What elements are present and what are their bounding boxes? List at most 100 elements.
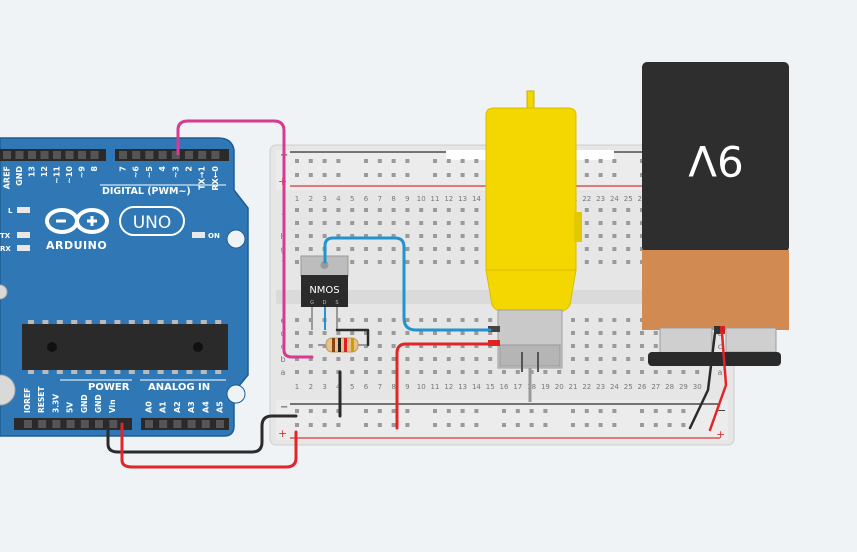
rail-hole[interactable] [405, 423, 410, 427]
breadboard-hole[interactable] [405, 260, 410, 264]
breadboard-hole[interactable] [336, 331, 341, 335]
rail-hole[interactable] [612, 159, 617, 163]
rail-hole[interactable] [322, 423, 327, 427]
breadboard-hole[interactable] [571, 318, 575, 322]
power-pin[interactable] [24, 420, 32, 428]
digital-pin[interactable] [28, 151, 36, 159]
rail-hole[interactable] [336, 173, 341, 177]
digital-pin[interactable] [185, 151, 193, 159]
breadboard-hole[interactable] [377, 318, 382, 322]
rail-hole[interactable] [322, 173, 327, 177]
breadboard-hole[interactable] [460, 208, 465, 212]
rail-hole[interactable] [295, 159, 299, 163]
breadboard-hole[interactable] [419, 357, 424, 361]
rail-hole[interactable] [529, 423, 534, 427]
breadboard-hole[interactable] [377, 357, 382, 361]
rail-hole[interactable] [612, 173, 617, 177]
red-wire-battery-positive[interactable] [708, 331, 728, 432]
breadboard-hole[interactable] [419, 318, 424, 322]
breadboard-hole[interactable] [391, 318, 396, 322]
rail-hole[interactable] [515, 409, 520, 413]
breadboard-hole[interactable] [474, 344, 479, 348]
breadboard-hole[interactable] [612, 370, 617, 374]
breadboard-hole[interactable] [584, 247, 589, 251]
power-pin[interactable] [109, 420, 118, 428]
rail-hole[interactable] [391, 409, 396, 413]
breadboard-hole[interactable] [640, 357, 644, 361]
breadboard-hole[interactable] [377, 344, 382, 348]
breadboard-hole[interactable] [433, 260, 437, 264]
breadboard-hole[interactable] [474, 370, 479, 374]
breadboard-hole[interactable] [391, 208, 396, 212]
rail-hole[interactable] [502, 409, 506, 413]
breadboard-hole[interactable] [336, 318, 341, 322]
rail-hole[interactable] [446, 409, 451, 413]
breadboard-hole[interactable] [433, 318, 437, 322]
breadboard-hole[interactable] [446, 247, 451, 251]
rail-hole[interactable] [405, 409, 410, 413]
breadboard-hole[interactable] [584, 318, 589, 322]
breadboard-hole[interactable] [419, 234, 424, 238]
digital-pin[interactable] [3, 151, 11, 159]
breadboard-hole[interactable] [308, 318, 313, 322]
resistor[interactable] [318, 337, 366, 353]
breadboard-hole[interactable] [612, 331, 617, 335]
breadboard-hole[interactable] [364, 331, 368, 335]
breadboard-hole[interactable] [308, 344, 313, 348]
breadboard-hole[interactable] [405, 208, 410, 212]
breadboard-hole[interactable] [433, 331, 437, 335]
breadboard-hole[interactable] [474, 221, 479, 225]
rail-hole[interactable] [474, 409, 479, 413]
breadboard-hole[interactable] [336, 247, 341, 251]
digital-pin[interactable] [198, 151, 207, 159]
rail-hole[interactable] [681, 409, 686, 413]
analog-pin[interactable] [216, 420, 224, 428]
breadboard-hole[interactable] [295, 344, 299, 348]
wires[interactable] [106, 119, 728, 469]
rail-hole[interactable] [295, 173, 299, 177]
breadboard-hole[interactable] [653, 331, 658, 335]
red-wire-motor-to-plus-rail[interactable] [395, 342, 492, 430]
breadboard-hole[interactable] [446, 221, 451, 225]
breadboard-hole[interactable] [612, 318, 617, 322]
breadboard-hole[interactable] [474, 318, 479, 322]
breadboard-hole[interactable] [488, 331, 493, 335]
breadboard-hole[interactable] [584, 260, 589, 264]
digital-pin[interactable] [90, 151, 99, 159]
digital-pin[interactable] [145, 151, 154, 159]
breadboard-hole[interactable] [515, 370, 520, 374]
breadboard-hole[interactable] [419, 370, 424, 374]
power-pin[interactable] [95, 420, 103, 428]
nmos-transistor[interactable]: NMOS G D S [300, 255, 349, 330]
breadboard-hole[interactable] [584, 357, 589, 361]
breadboard-hole[interactable] [377, 234, 382, 238]
breadboard-hole[interactable] [391, 357, 396, 361]
breadboard-hole[interactable] [557, 370, 562, 374]
breadboard-hole[interactable] [350, 221, 355, 225]
rail-hole[interactable] [364, 409, 368, 413]
breadboard-hole[interactable] [695, 370, 700, 374]
breadboard-hole[interactable] [419, 247, 424, 251]
breadboard-hole[interactable] [377, 221, 382, 225]
breadboard-hole[interactable] [336, 357, 341, 361]
breadboard-hole[interactable] [612, 221, 617, 225]
breadboard-hole[interactable] [612, 208, 617, 212]
black-wire-battery-negative[interactable] [688, 331, 717, 430]
black-wire-source-jumper[interactable] [335, 328, 370, 347]
rail-hole[interactable] [308, 409, 313, 413]
breadboard-hole[interactable] [295, 208, 299, 212]
rail-hole[interactable] [474, 159, 479, 163]
rail-hole[interactable] [364, 423, 368, 427]
rail-hole[interactable] [460, 173, 465, 177]
breadboard-hole[interactable] [419, 331, 424, 335]
breadboard-hole[interactable] [626, 370, 631, 374]
rail-hole[interactable] [446, 159, 451, 163]
breadboard-hole[interactable] [612, 260, 617, 264]
breadboard-hole[interactable] [446, 260, 451, 264]
breadboard-hole[interactable] [446, 370, 451, 374]
breadboard-hole[interactable] [322, 331, 327, 335]
rail-hole[interactable] [308, 159, 313, 163]
breadboard-hole[interactable] [598, 331, 603, 335]
rail-hole[interactable] [391, 423, 396, 427]
breadboard-hole[interactable] [460, 247, 465, 251]
